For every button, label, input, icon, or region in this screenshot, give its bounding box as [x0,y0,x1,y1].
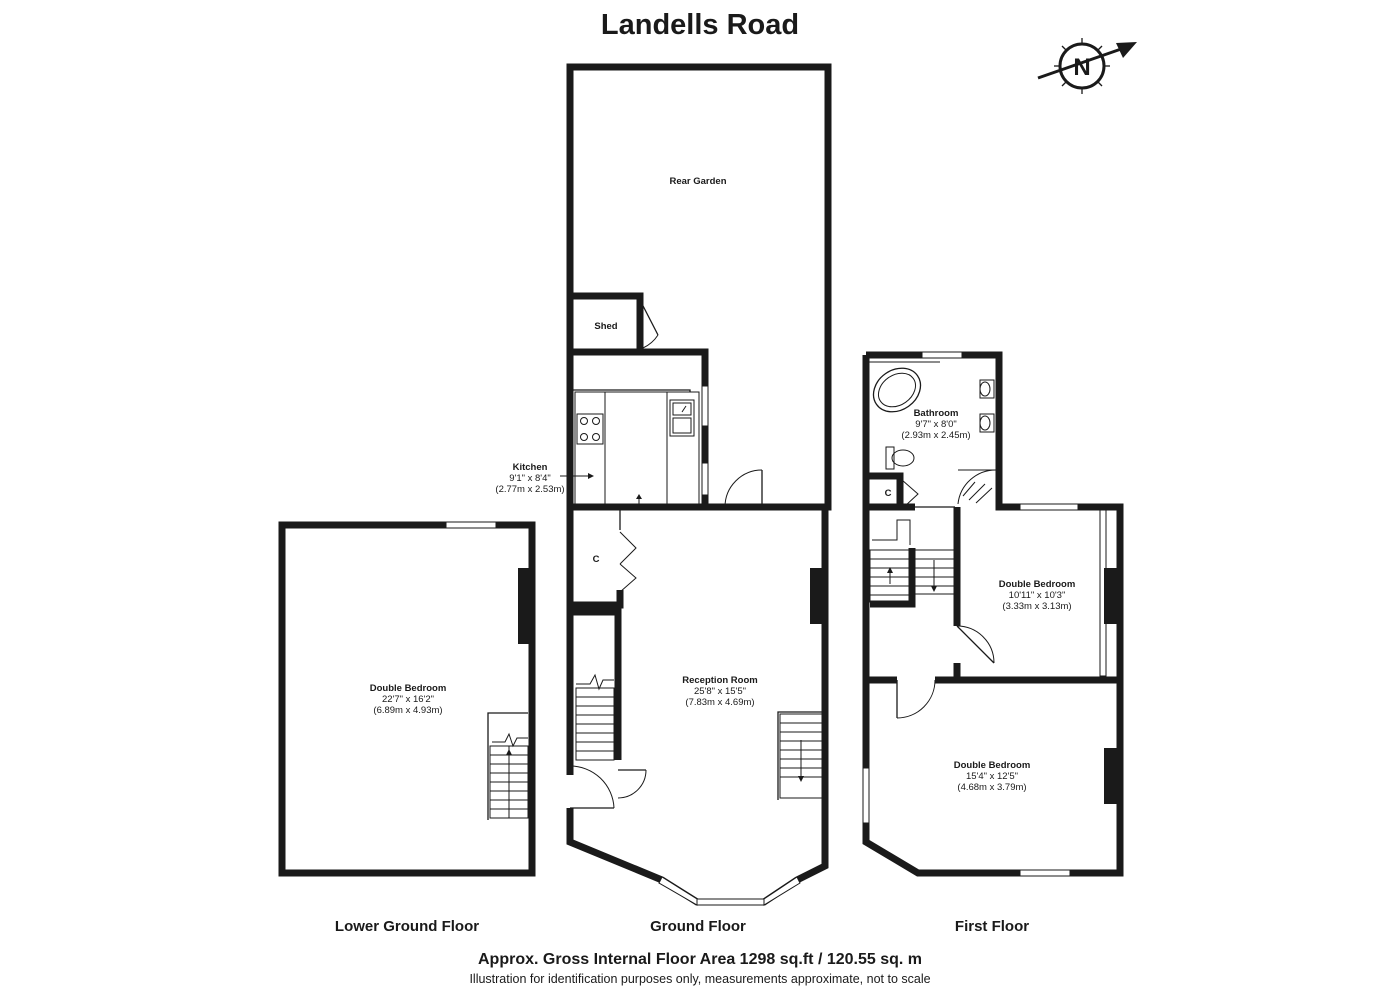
plan-title: Landells Road [601,9,799,41]
ground-cupboard-name: C [593,554,600,565]
first-floor-plan: Bathroom 9'7" x 8'0" (2.93m x 2.45m) C D… [862,351,1124,877]
floor-label-lower: Lower Ground Floor [335,918,479,935]
floor-area: Approx. Gross Internal Floor Area 1298 s… [478,951,922,968]
lower-bedroom-metric: (6.89m x 4.93m) [373,705,442,716]
front-bedroom-imperial: 15'4" x 12'5" [966,771,1018,782]
front-bedroom-name: Double Bedroom [954,760,1031,771]
shower-fixture [957,469,997,505]
rear-bedroom-metric: (3.33m x 3.13m) [1002,601,1071,612]
floor-label-ground: Ground Floor [650,918,746,935]
ground-stairs-right [777,711,823,800]
lower-stairs [487,712,529,820]
compass-label: N [1073,54,1090,81]
bathroom-name: Bathroom [914,408,959,419]
floor-label-first: First Floor [955,918,1029,935]
first-stairs [869,519,955,608]
reception-metric: (7.83m x 4.69m) [685,697,754,708]
toilet-fixture [885,446,915,470]
north-arrow-icon: N [1037,38,1137,94]
bathroom-metric: (2.93m x 2.45m) [901,430,970,441]
rear-garden-name: Rear Garden [669,176,726,187]
kitchen-metric: (2.77m x 2.53m) [495,484,564,495]
rear-bedroom-name: Double Bedroom [999,579,1076,590]
first-cupboard-name: C [885,488,892,499]
shed-name: Shed [594,321,617,332]
kitchen-units [573,385,709,507]
lower-bedroom-imperial: 22'7" x 16'2" [382,694,434,705]
ground-stairs-left [575,673,615,761]
sink-fixtures [979,379,995,433]
rear-bedroom-imperial: 10'11" x 10'3" [1009,590,1066,601]
front-bedroom-metric: (4.68m x 3.79m) [957,782,1026,793]
disclaimer: Illustration for identification purposes… [469,972,930,986]
lower-bedroom-name: Double Bedroom [370,683,447,694]
lower-ground-floor-plan: Double Bedroom 22'7" x 16'2" (6.89m x 4.… [278,521,536,877]
reception-name: Reception Room [682,675,757,686]
ground-floor-plan: Rear Garden Shed Kitchen 9'1" x 8'4" (2.… [495,63,832,906]
reception-imperial: 25'8" x 15'5" [694,686,746,697]
bathroom-imperial: 9'7" x 8'0" [915,419,957,430]
kitchen-imperial: 9'1" x 8'4" [509,473,551,484]
bath-fixture [869,361,940,413]
kitchen-name: Kitchen [513,462,548,473]
